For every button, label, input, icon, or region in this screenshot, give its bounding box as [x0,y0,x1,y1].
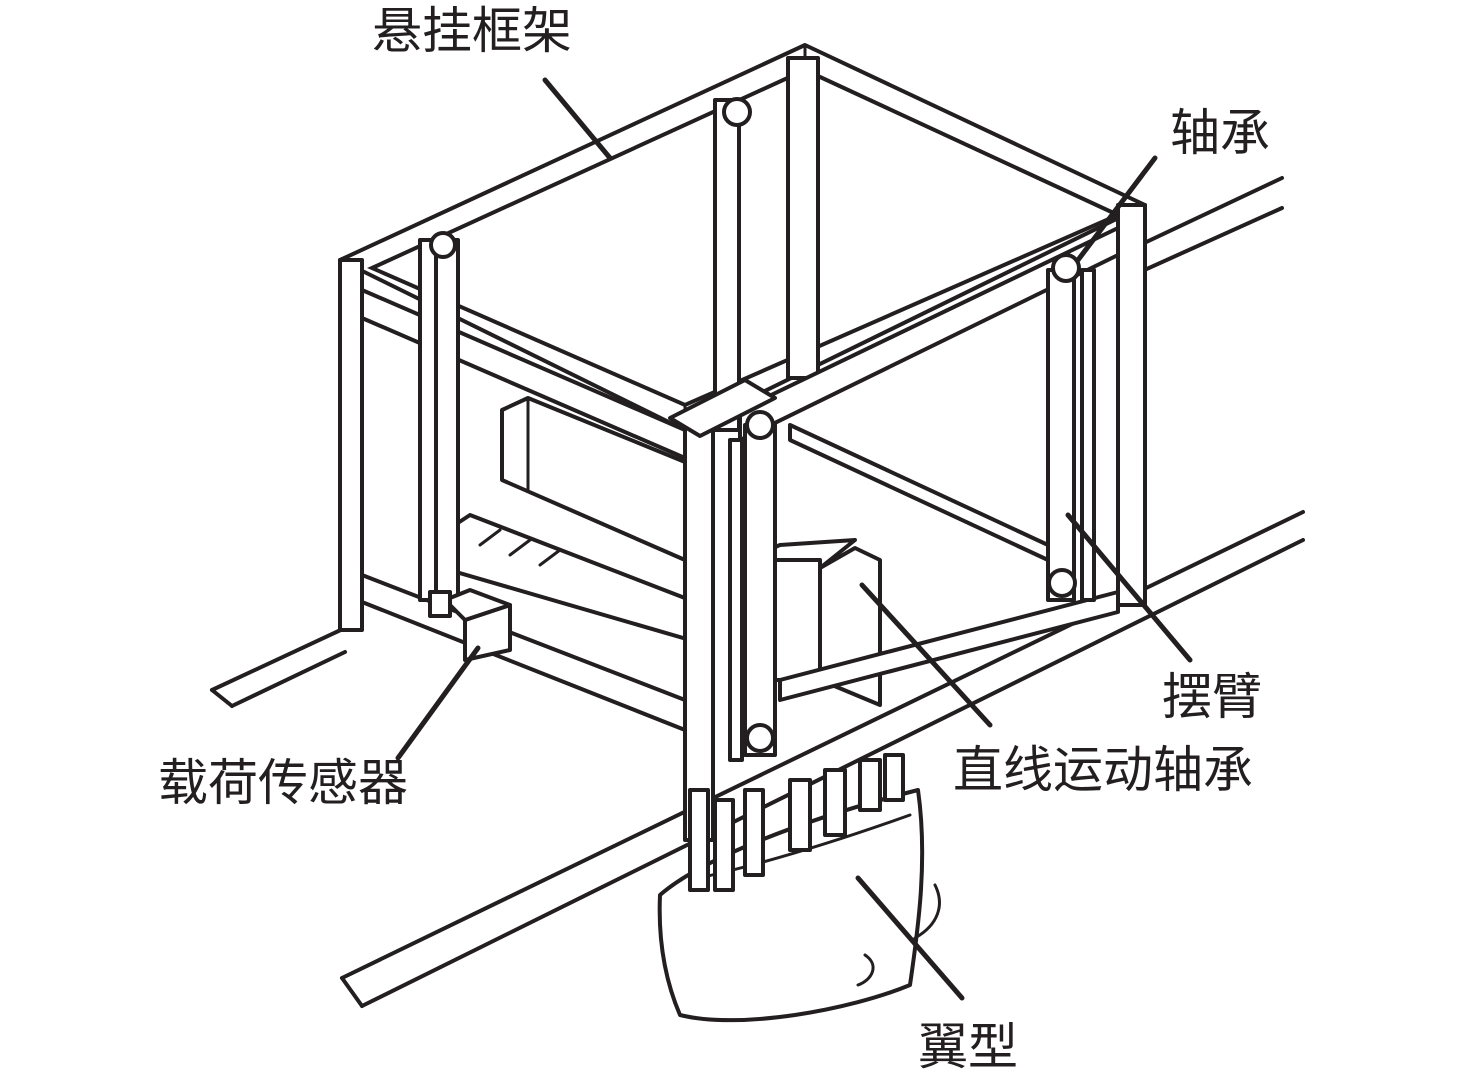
back-post [786,56,820,380]
label-load-sensor: 载荷传感器 [158,754,408,812]
bearing-top-left-icon [429,231,457,259]
bearing-front-top-icon [745,410,775,440]
leader-frame [542,77,613,161]
airfoil [657,753,941,1023]
leader-linear-bearing [859,582,993,728]
label-bearing: 轴承 [1170,104,1270,162]
swing-arm-left [434,98,741,612]
leader-load-sensor [395,645,481,761]
bearing-top-back-icon [722,97,752,127]
bearing-right-bottom-icon [1047,568,1077,598]
label-airfoil: 翼型 [918,1018,1018,1076]
bearing-front-bottom-icon [745,723,775,753]
front-posts [668,378,777,842]
bearing-top-right-icon [1051,253,1081,283]
label-suspension-frame: 悬挂框架 [372,2,572,60]
right-rail-upper [1138,176,1284,274]
leader-airfoil [855,875,965,1001]
label-swing-arm: 摆臂 [1162,668,1262,726]
label-linear-bearing: 直线运动轴承 [953,741,1253,799]
leader-lines [395,77,1193,1001]
frame-right-side [738,203,1147,702]
left-rail [210,626,347,708]
bearing-icons [429,97,1081,753]
leader-swing-arm [1065,512,1193,663]
leader-bearing [1075,155,1158,263]
